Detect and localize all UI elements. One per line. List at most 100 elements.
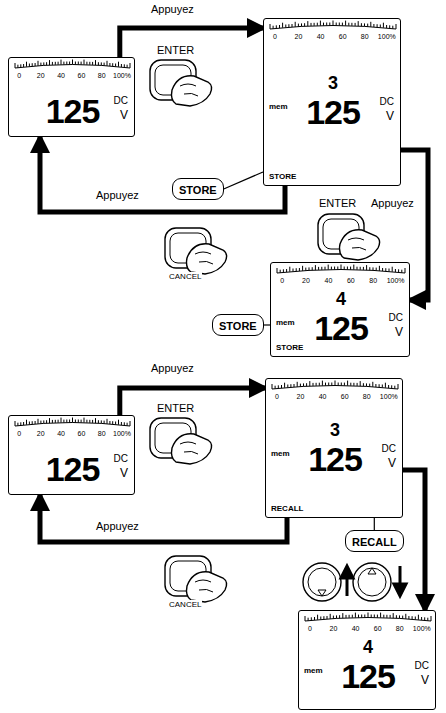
callout-text: STORE bbox=[219, 320, 257, 332]
lcd-display: 020406080100%125DCVmem4STORE bbox=[270, 262, 410, 357]
bar-scale bbox=[266, 379, 404, 395]
callout-text: RECALL bbox=[352, 536, 397, 548]
lcd-display: 0 20 40 60 80 100% 125 DC Vmem 3STORE bbox=[263, 18, 401, 186]
mode-indicator: DC bbox=[382, 444, 396, 454]
unit-indicator: V bbox=[388, 457, 396, 469]
enter-button bbox=[150, 60, 212, 106]
scale-number: 80 bbox=[361, 33, 369, 40]
scale-number: 60 bbox=[374, 625, 382, 632]
instruction-label: Appuyez bbox=[150, 3, 195, 16]
scale-number: 20 bbox=[297, 393, 305, 400]
scale-number: 0 bbox=[308, 625, 312, 632]
scale-number: 100% bbox=[113, 72, 131, 79]
button-label: ENTER bbox=[156, 402, 195, 415]
enter-button bbox=[150, 418, 212, 464]
callout-box: STORE bbox=[212, 314, 264, 336]
memory-indicator: mem bbox=[271, 450, 290, 458]
leader-line bbox=[224, 172, 263, 189]
unit-indicator: V bbox=[421, 674, 429, 686]
lcd-display: 0 20 40 60 80 100% 125 DC Vmem 3RECALL bbox=[265, 378, 403, 518]
scale-number: 40 bbox=[352, 625, 360, 632]
mode-indicator: DC bbox=[114, 454, 128, 464]
cancel-button bbox=[165, 228, 227, 274]
memory-counter: 3 bbox=[328, 74, 338, 92]
button-label: ENTER bbox=[156, 44, 195, 57]
callout-box: RECALL bbox=[345, 530, 404, 552]
scale-number: 80 bbox=[396, 625, 404, 632]
memory-status: STORE bbox=[269, 173, 296, 181]
scale-number: 20 bbox=[302, 277, 310, 284]
scale-number: 80 bbox=[98, 72, 106, 79]
scale-number: 40 bbox=[57, 430, 65, 437]
button-label: ENTER bbox=[318, 197, 357, 210]
scale-number: 20 bbox=[37, 72, 45, 79]
scale-number: 20 bbox=[295, 33, 303, 40]
scale-number: 0 bbox=[273, 33, 277, 40]
lcd-display: 020406080100%125DCVmem4 bbox=[298, 610, 436, 710]
mode-indicator: DC bbox=[380, 97, 394, 107]
callout-text: STORE bbox=[179, 184, 217, 196]
flow-arrow bbox=[120, 28, 263, 57]
scale-number: 60 bbox=[339, 33, 347, 40]
bar-scale bbox=[299, 611, 437, 627]
unit-indicator: V bbox=[395, 326, 403, 338]
scale-number: 20 bbox=[37, 430, 45, 437]
enter-button bbox=[318, 214, 380, 260]
instruction-label: Appuyez bbox=[150, 362, 195, 375]
scale-number: 0 bbox=[17, 72, 21, 79]
scale-number: 60 bbox=[77, 430, 85, 437]
scale-number: 80 bbox=[363, 393, 371, 400]
scale-number: 80 bbox=[98, 430, 106, 437]
scale-number: 40 bbox=[317, 33, 325, 40]
reading-digits: 125 bbox=[341, 659, 395, 693]
bar-scale bbox=[9, 416, 136, 432]
button-label: CANCEL bbox=[168, 600, 202, 609]
memory-counter: 4 bbox=[363, 638, 373, 656]
leader-line bbox=[374, 518, 375, 530]
cancel-button bbox=[165, 556, 227, 602]
reading-digits: 125 bbox=[46, 452, 100, 486]
scale-number: 80 bbox=[369, 277, 377, 284]
lcd-display: 0 20 40 60 80 100% 125 DC V bbox=[8, 415, 135, 495]
memory-status: RECALL bbox=[271, 505, 303, 513]
flow-arrow bbox=[40, 495, 287, 542]
scale-number: 20 bbox=[330, 625, 338, 632]
flow-arrow bbox=[120, 388, 265, 415]
memory-indicator: mem bbox=[276, 319, 295, 327]
scale-number: 60 bbox=[347, 277, 355, 284]
reading-digits: 125 bbox=[46, 94, 100, 128]
reading-digits: 125 bbox=[306, 95, 360, 129]
unit-indicator: V bbox=[120, 109, 128, 121]
lcd-display: 0 20 40 60 80 100% 125 DC V bbox=[8, 57, 135, 137]
reading-digits: 125 bbox=[308, 442, 362, 476]
reading-digits: 125 bbox=[314, 311, 368, 345]
scale-number: 60 bbox=[77, 72, 85, 79]
bar-scale bbox=[9, 58, 136, 74]
scale-number: 100% bbox=[413, 625, 431, 632]
button-label: CANCEL bbox=[168, 272, 202, 281]
scale-number: 100% bbox=[380, 393, 398, 400]
scale-number: 0 bbox=[280, 277, 284, 284]
mode-indicator: DC bbox=[114, 96, 128, 106]
scale-number: 100% bbox=[378, 33, 396, 40]
scale-number: 60 bbox=[341, 393, 349, 400]
memory-counter: 3 bbox=[330, 421, 340, 439]
memory-counter: 4 bbox=[336, 290, 346, 308]
memory-indicator: mem bbox=[269, 103, 288, 111]
instruction-label: Appuyez bbox=[370, 197, 415, 210]
memory-status: STORE bbox=[276, 344, 303, 352]
scale-number: 40 bbox=[57, 72, 65, 79]
instruction-label: Appuyez bbox=[95, 189, 140, 202]
scale-number: 40 bbox=[319, 393, 327, 400]
unit-indicator: V bbox=[120, 467, 128, 479]
scale-number: 0 bbox=[17, 430, 21, 437]
scale-number: 0 bbox=[275, 393, 279, 400]
scale-number: 100% bbox=[113, 430, 131, 437]
scale-number: 40 bbox=[325, 277, 333, 284]
bar-scale bbox=[271, 263, 411, 279]
instruction-label: Appuyez bbox=[95, 520, 140, 533]
unit-indicator: V bbox=[386, 110, 394, 122]
flow-arrow bbox=[40, 137, 285, 212]
scale-number: 100% bbox=[387, 277, 405, 284]
callout-box: STORE bbox=[172, 178, 224, 200]
